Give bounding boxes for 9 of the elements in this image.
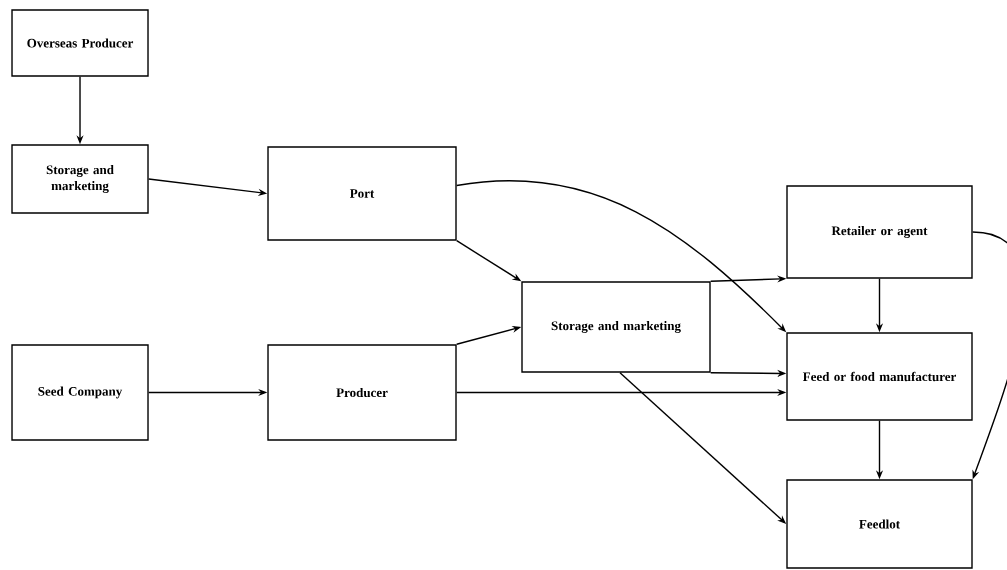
process-box: Producer <box>267 344 457 441</box>
process-box: Storage and marketing <box>11 144 149 214</box>
process-box: Retailer or agent <box>786 185 973 279</box>
process-box: Seed Company <box>11 344 149 441</box>
process-box: Feed or food manufacturer <box>786 332 973 421</box>
process-box: Overseas Producer <box>11 9 149 77</box>
process-box: Feedlot <box>786 479 973 569</box>
process-box: Port <box>267 146 457 241</box>
process-box: Storage and marketing <box>521 281 711 373</box>
